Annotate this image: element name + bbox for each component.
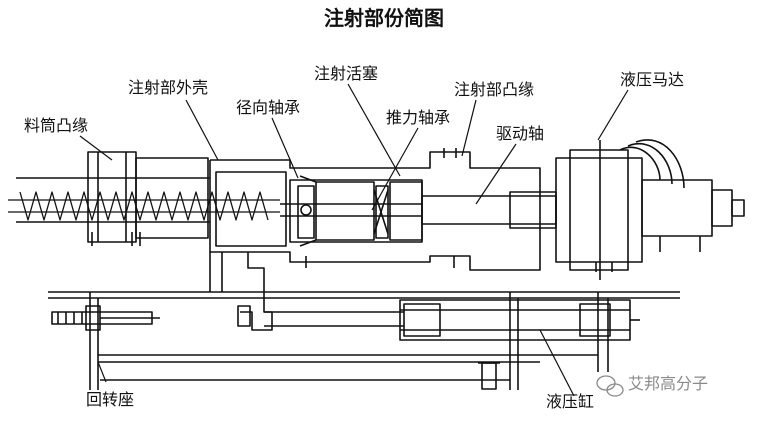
label-hydraulic-motor: 液压马达: [620, 70, 685, 89]
piston-assembly: [289, 175, 423, 247]
label-radial-bearing: 径向轴承: [236, 98, 301, 117]
swivel-bracket: [237, 252, 273, 331]
barrel: [16, 151, 210, 246]
hydraulic-cylinder: [264, 299, 640, 341]
label-injection-piston: 注射活塞: [314, 64, 379, 83]
drive-shaft: [280, 191, 557, 229]
hydraulic-motor: [555, 139, 745, 280]
label-thrust-bearing: 推力轴承: [386, 108, 451, 127]
diagram-title: 注射部份简图: [324, 6, 444, 30]
label-swivel-base: 回转座: [86, 390, 135, 409]
wechat-icon: [596, 375, 624, 397]
label-injection-housing: 注射部外壳: [128, 78, 209, 97]
leader-lines: [79, 83, 629, 397]
swivel-pin: [51, 305, 160, 331]
label-hydraulic-cylinder: 液压缸: [546, 392, 595, 411]
label-barrel-flange: 料筒凸缘: [24, 116, 89, 135]
base-frame: [48, 291, 680, 390]
injection-housing: [209, 148, 541, 292]
label-injection-flange: 注射部凸缘: [454, 80, 535, 99]
label-drive-shaft: 驱动轴: [496, 124, 545, 143]
screw: [8, 191, 280, 221]
watermark-text: 艾邦高分子: [628, 374, 709, 393]
